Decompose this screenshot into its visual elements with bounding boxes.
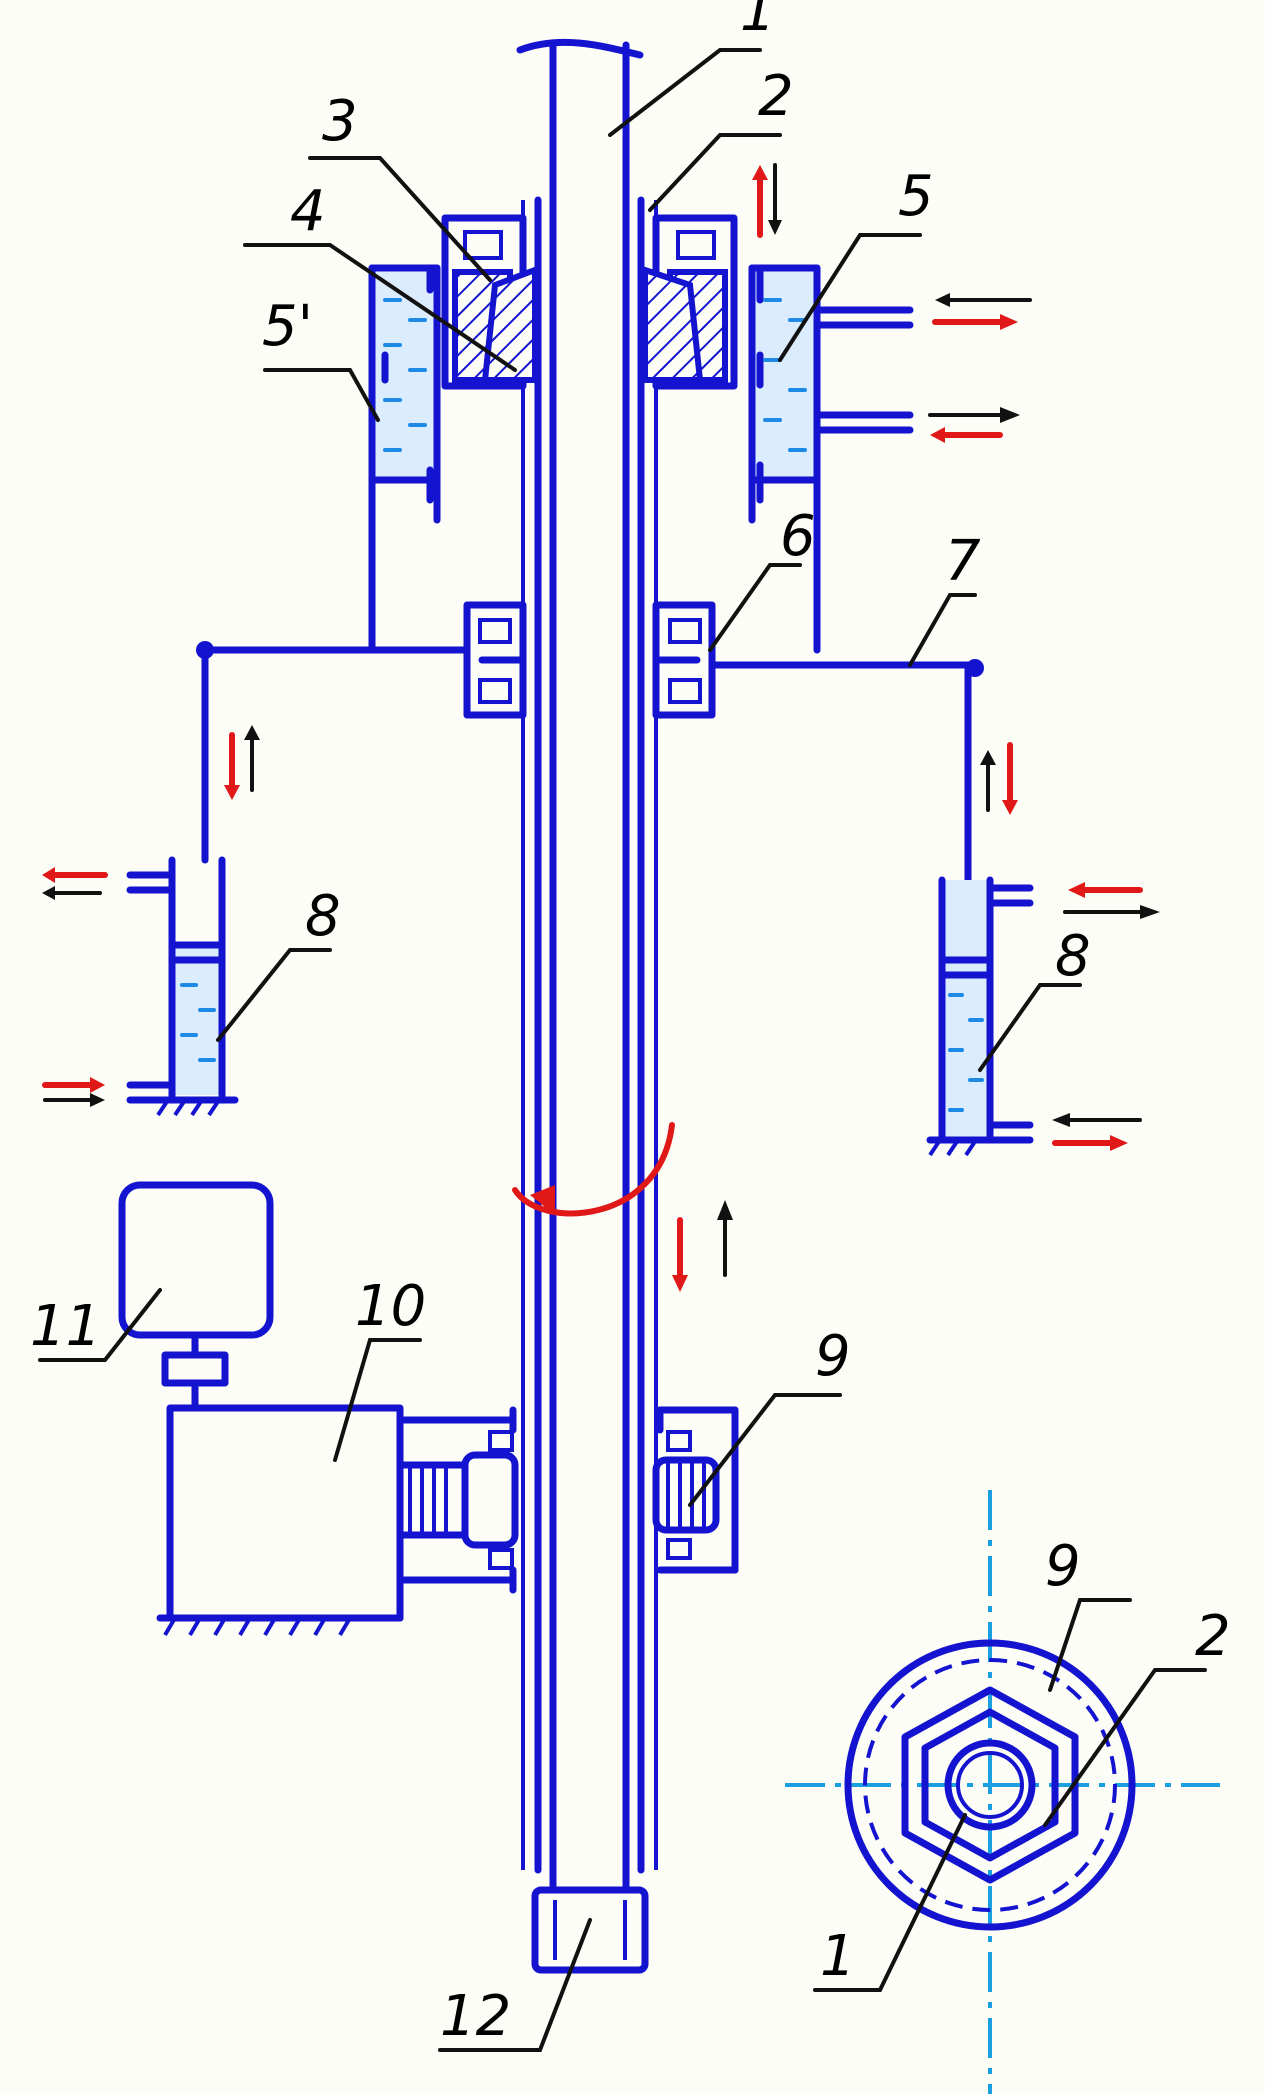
upper-bearing-right (642, 214, 738, 390)
flow-arrows (42, 163, 1160, 1292)
tool-12 (531, 1886, 649, 1974)
cylinder-5 (748, 264, 914, 654)
beam-7 (196, 641, 984, 884)
label-3: 3 (322, 89, 358, 154)
gearbox-10 (156, 1404, 519, 1637)
section-view (785, 1490, 1220, 2094)
label-7: 7 (945, 529, 981, 594)
label-5: 5 (898, 164, 934, 229)
label-8-left: 8 (305, 884, 341, 949)
label-9-section: 9 (1045, 1534, 1081, 1599)
cylinder-5-prime (368, 264, 441, 654)
label-4: 4 (290, 179, 326, 244)
cylinder-8-left (126, 856, 239, 1117)
shaft-1 (516, 38, 644, 1894)
part-labels: 1 2 3 4 5 5' 6 7 8 8 9 10 11 12 9 2 1 (30, 0, 1231, 2049)
label-8-right: 8 (1055, 924, 1091, 989)
rotation-arrow (512, 1122, 675, 1217)
cylinder-8-right (926, 876, 1034, 1157)
label-2-section: 2 (1195, 1604, 1231, 1669)
label-11: 11 (30, 1294, 101, 1359)
hex-sleeve-2 (521, 196, 658, 1874)
label-5-prime: 5' (262, 294, 313, 359)
motor-11 (118, 1181, 274, 1409)
leader-lines (38, 48, 1207, 2052)
label-1-section: 1 (820, 1924, 856, 1989)
label-6: 6 (780, 504, 816, 569)
label-9: 9 (815, 1324, 851, 1389)
label-1: 1 (740, 0, 776, 44)
upper-bearing-left (441, 214, 538, 390)
middle-bearings-6 (463, 601, 716, 719)
label-12: 12 (440, 1984, 511, 2049)
label-2: 2 (758, 64, 794, 129)
gear-9 (652, 1406, 739, 1574)
label-10: 10 (355, 1274, 426, 1339)
